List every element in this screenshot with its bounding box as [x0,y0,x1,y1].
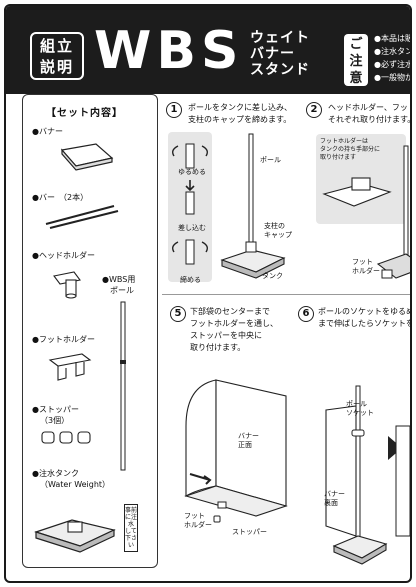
step-5-text-line-2: フットホルダーを通し、 [190,319,278,328]
step-5-banner-front-label: バナー 正面 [238,432,259,450]
step-5-banner-illustration [184,379,288,523]
step-5-text: 下部袋のセンターまで フットホルダーを通し、 ストッパーを中央に 取り付けます。 [190,306,278,354]
step-1-stand-illustration [220,133,286,279]
step-2-callout-panel [316,134,406,224]
head-holder-illustration [53,271,81,299]
instruction-sheet: 組立 説明 WBS ウェイト バナー スタンド ご 注 意 ●本品は販売 ●注水… [4,4,412,583]
step-2-text-line-1: ヘッドホルダー、フットホル [328,103,410,112]
caution-notes: ●本品は販売 ●注水タンク ●必ず注水し ●一般物が載 [374,32,410,84]
step-5-foot-holder-line-2: ホルダー [184,521,212,529]
set-contents-panel [22,94,158,568]
step-6-pole-socket-label: ポール ソケット [346,400,374,418]
step-1-insert-label: 差し込む [178,224,206,232]
step-6-pole-socket-line-2: ソケット [346,409,374,417]
caution-note-1: ●本品は販売 [374,34,410,43]
step-6-banner-back-line-1: バナー [324,490,345,498]
step-2-foot-holder-label: フット ホルダー [352,258,380,276]
step-2-number: 2 [306,102,322,118]
tank-sticker: 事前に注水 して下さい [124,504,138,552]
bar-illustration [45,205,119,229]
caution-note-2: ●注水タンク [374,47,410,56]
step-6-text-line-1: ポールのソケットをゆるめて [318,307,412,316]
caution-char-2: 注 [349,54,363,69]
step-6-text-line-2: まで伸ばしたらソケットを締 [318,319,412,328]
caution-char-3: 意 [349,71,363,86]
caution-note-3: ●必ず注水し [374,60,410,69]
stopper-label-line-1: ●ストッパー [32,405,79,414]
product-name-line-3: スタンド [250,62,310,78]
pole-label-line-1: ●WBS用 [102,275,136,284]
pole-label-line-2: ポール [110,286,134,295]
step-6-number: 6 [298,306,314,322]
item-tank-label: ●注水タンク （Water Weight） [32,468,110,490]
set-contents-title: 【セット内容】 [46,108,123,119]
step-5-text-line-3: ストッパーを中央に [190,331,262,340]
step-5-text-line-4: 取り付けます。 [190,343,246,352]
step-2-callout-line-1: フットホルダーは [320,138,369,145]
step-2-callout-line-2: タンクの持ち手部分に [320,146,381,153]
tank-illustration [34,519,116,553]
step-1-pole-label: ポール [260,156,281,164]
product-name-line-2: バナー [250,46,295,62]
tank-sticker-line-1: 事前に注水 [125,507,138,528]
item-stopper-label: ●ストッパー （3個） [32,404,79,426]
caution-char-1: ご [349,37,363,52]
tank-sticker-line-2: して下さい [125,528,138,549]
product-name: ウェイト バナー スタンド [250,30,310,78]
step-5-banner-front-line-1: バナー [238,432,259,440]
step-1-loosen-label: ゆるめる [178,168,206,176]
pole-illustration [120,301,126,471]
item-banner-label: ●バナー [32,127,63,136]
stoppers-illustration [41,431,91,444]
steps-separator [162,294,410,295]
step-6-stand-illustration [325,385,410,565]
step-1-text-line-2: 支柱のキャップを締めます。 [188,115,292,124]
step-2-text: ヘッドホルダー、フットホル それぞれ取り付けます。 [328,102,412,126]
badge-line-2: 説明 [39,58,74,76]
product-name-line-1: ウェイト [250,30,310,46]
step-1-text-line-1: ポールをタンクに差し込み、 [188,103,292,112]
step-5-foot-holder-line-1: フット [184,512,205,520]
step-2-text-line-2: それぞれ取り付けます。 [328,115,412,124]
step-2-stand-illustration [376,145,410,279]
step-1-cap-label-line-2: キャップ [264,231,292,239]
step-2-callout-line-3: 取り付けます [320,154,357,161]
step-2-foot-holder-line-2: ホルダー [352,267,380,275]
step-1-sequence-panel [168,132,212,282]
step-5-banner-front-line-2: 正面 [238,441,252,449]
badge-line-1: 組立 [39,37,74,55]
tank-label-line-1: ●注水タンク [32,469,79,478]
banner-illustration [60,143,114,171]
step-2-foot-holder-line-1: フット [352,258,373,266]
step-5-number: 5 [170,306,186,322]
step-6-banner-back-line-2: 裏面 [324,499,338,507]
item-foot-holder-label: ●フットホルダー [32,335,95,344]
step-5-foot-holder-label: フット ホルダー [184,512,212,530]
product-code: WBS [94,21,244,81]
caution-note-4: ●一般物が載 [374,73,410,82]
step-1-tank-label: タンク [262,272,283,280]
step-1-cap-label-line-1: 支柱の [264,222,285,230]
tank-label-line-2: （Water Weight） [40,480,111,489]
step-2-callout-text: フットホルダーは タンクの持ち手部分に 取り付けます [320,138,380,162]
item-head-holder-label: ●ヘッドホルダー [32,251,95,260]
stopper-label-line-2: （3個） [40,416,70,425]
step-1-number: 1 [166,102,182,118]
step-5-text-line-1: 下部袋のセンターまで [190,307,270,316]
step-1-cap-label: 支柱の キャップ [264,222,292,240]
item-bar-label: ●バー （2本） [32,193,89,202]
caution-badge: ご 注 意 [344,34,368,86]
step-1-text: ポールをタンクに差し込み、 支柱のキャップを締めます。 [188,102,292,126]
step-6-pole-socket-line-1: ポール [346,400,367,408]
step-5-stopper-label: ストッパー [232,528,267,536]
foot-holder-illustration [48,353,92,381]
step-1-tighten-label: 締める [180,276,201,284]
step-6-text: ポールのソケットをゆるめて まで伸ばしたらソケットを締 [318,306,412,330]
step-6-banner-back-label: バナー 裏面 [324,490,345,508]
item-pole-label: ●WBS用 ポール [102,274,135,296]
header-bar: 組立 説明 WBS ウェイト バナー スタンド ご 注 意 ●本品は販売 ●注水… [6,6,410,94]
assembly-instructions-badge: 組立 説明 [30,32,84,80]
